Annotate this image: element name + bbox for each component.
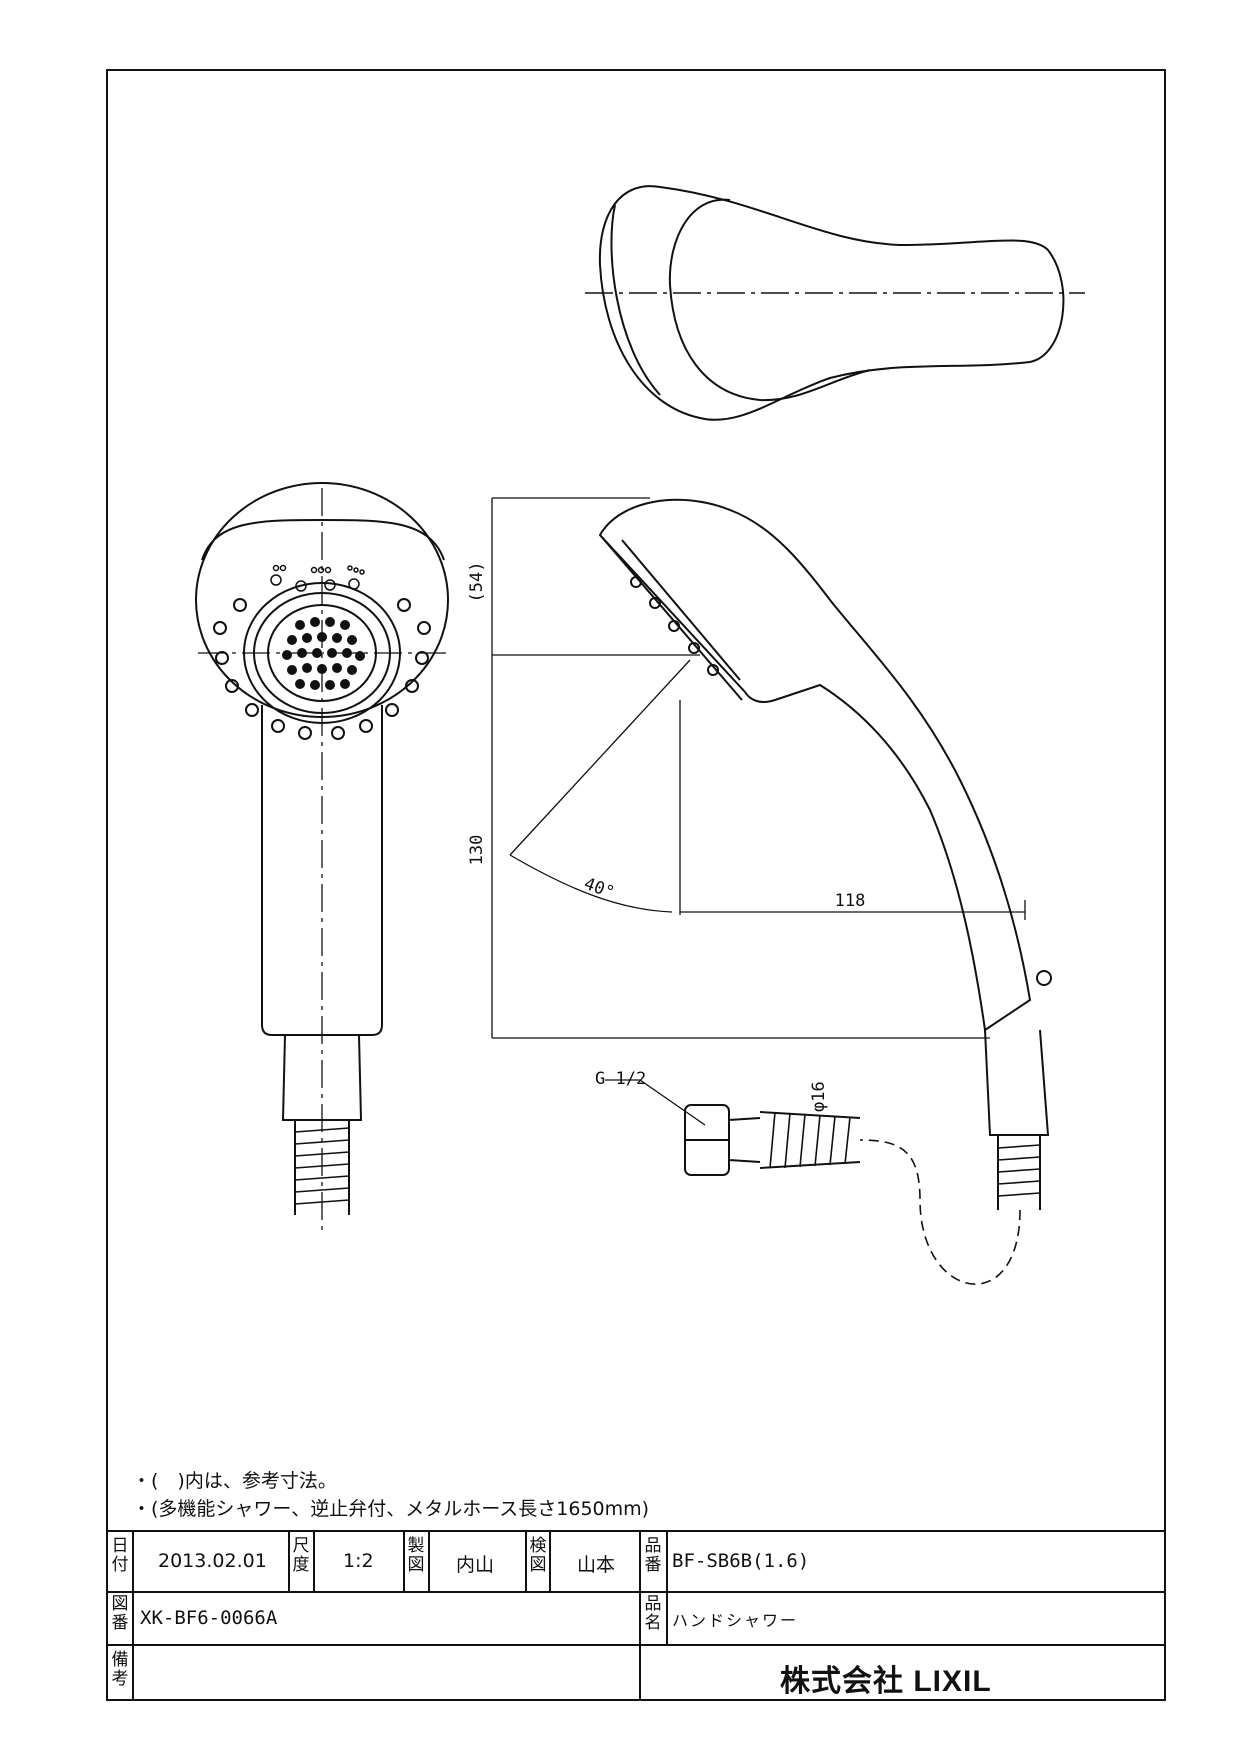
value-date: 2013.02.01 xyxy=(158,1550,267,1572)
value-checked-by: 山本 xyxy=(577,1554,616,1576)
dim-118: 118 xyxy=(835,891,866,911)
value-drawing-no: XK-BF6-0066A xyxy=(140,1607,278,1629)
dim-130: 130 xyxy=(467,835,487,866)
label-scale: 尺度 xyxy=(292,1536,310,1575)
value-part-no: BF-SB6B(1.6) xyxy=(672,1550,810,1572)
value-scale: 1:2 xyxy=(343,1550,374,1572)
nozzle-pattern xyxy=(282,617,365,690)
note-reference-dims: ・( )内は、参考寸法。 xyxy=(132,1470,337,1492)
label-checked: 検図 xyxy=(529,1536,547,1575)
mode-selector xyxy=(270,564,365,592)
value-part-name: ハンドシャワー xyxy=(672,1611,799,1630)
label-part-no: 品番 xyxy=(644,1536,662,1575)
front-view xyxy=(195,482,449,1235)
note-spec: ・(多機能シャワー、逆止弁付、メタルホース長さ1650mm) xyxy=(132,1498,650,1520)
dim-hose-dia: φ16 xyxy=(809,1081,829,1112)
label-remarks: 備考 xyxy=(111,1650,129,1689)
top-view xyxy=(585,185,1085,421)
value-drawn-by: 内山 xyxy=(456,1554,495,1576)
label-drawn: 製図 xyxy=(407,1536,425,1575)
side-nozzles xyxy=(630,576,719,676)
label-part-name: 品名 xyxy=(644,1594,662,1633)
company-logo: 株式会社 LIXIL xyxy=(780,1665,992,1698)
side-hose-coils xyxy=(997,1144,1041,1197)
outer-ring-holes xyxy=(213,598,431,740)
dim-angle: 40° xyxy=(581,874,617,903)
title-block-lines xyxy=(107,1530,1165,1700)
dim-thread: G 1/2 xyxy=(595,1069,646,1089)
fitting-hose-coils xyxy=(769,1111,851,1169)
label-drawing-no: 図番 xyxy=(111,1594,129,1633)
label-date: 日付 xyxy=(111,1536,129,1575)
dimension-lines xyxy=(491,497,1026,1126)
side-view xyxy=(491,497,1052,1285)
dim-54: (54) xyxy=(467,562,487,603)
drawing-frame xyxy=(106,69,1166,1701)
